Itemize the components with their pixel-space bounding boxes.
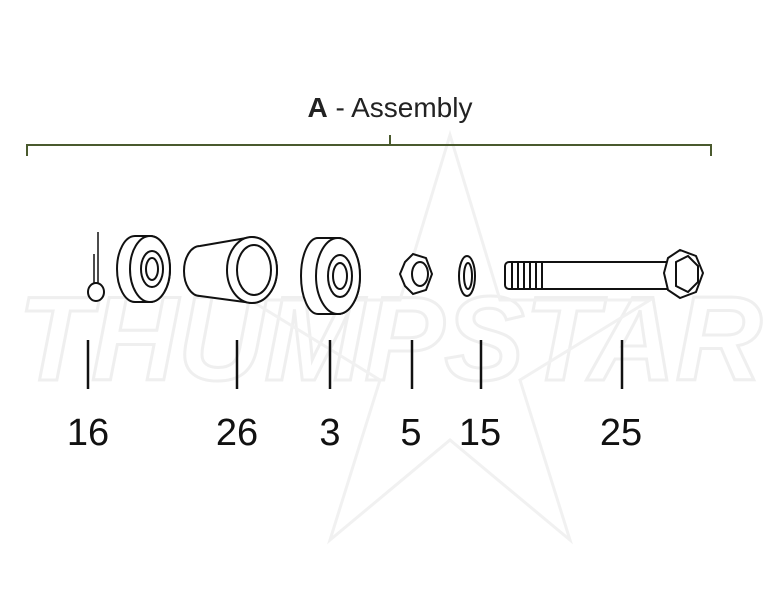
hex-bolt-icon bbox=[504, 248, 705, 300]
part-label: 16 bbox=[66, 412, 110, 454]
part-label: 26 bbox=[215, 412, 259, 454]
washer-icon bbox=[458, 255, 476, 297]
part-label: 15 bbox=[458, 412, 502, 454]
cotter-pin-icon bbox=[87, 232, 105, 302]
bearing-icon bbox=[300, 237, 361, 315]
assembly-title: A - Assembly bbox=[307, 92, 473, 123]
part-label: 5 bbox=[400, 412, 422, 454]
part-label: 3 bbox=[319, 412, 341, 454]
part-label: 25 bbox=[599, 412, 643, 454]
spacer-bushing-icon bbox=[183, 235, 278, 305]
bearing-icon bbox=[116, 235, 171, 303]
assembly-bracket bbox=[26, 135, 712, 156]
hex-nut-icon bbox=[398, 252, 434, 296]
leader-lines bbox=[86, 340, 624, 389]
